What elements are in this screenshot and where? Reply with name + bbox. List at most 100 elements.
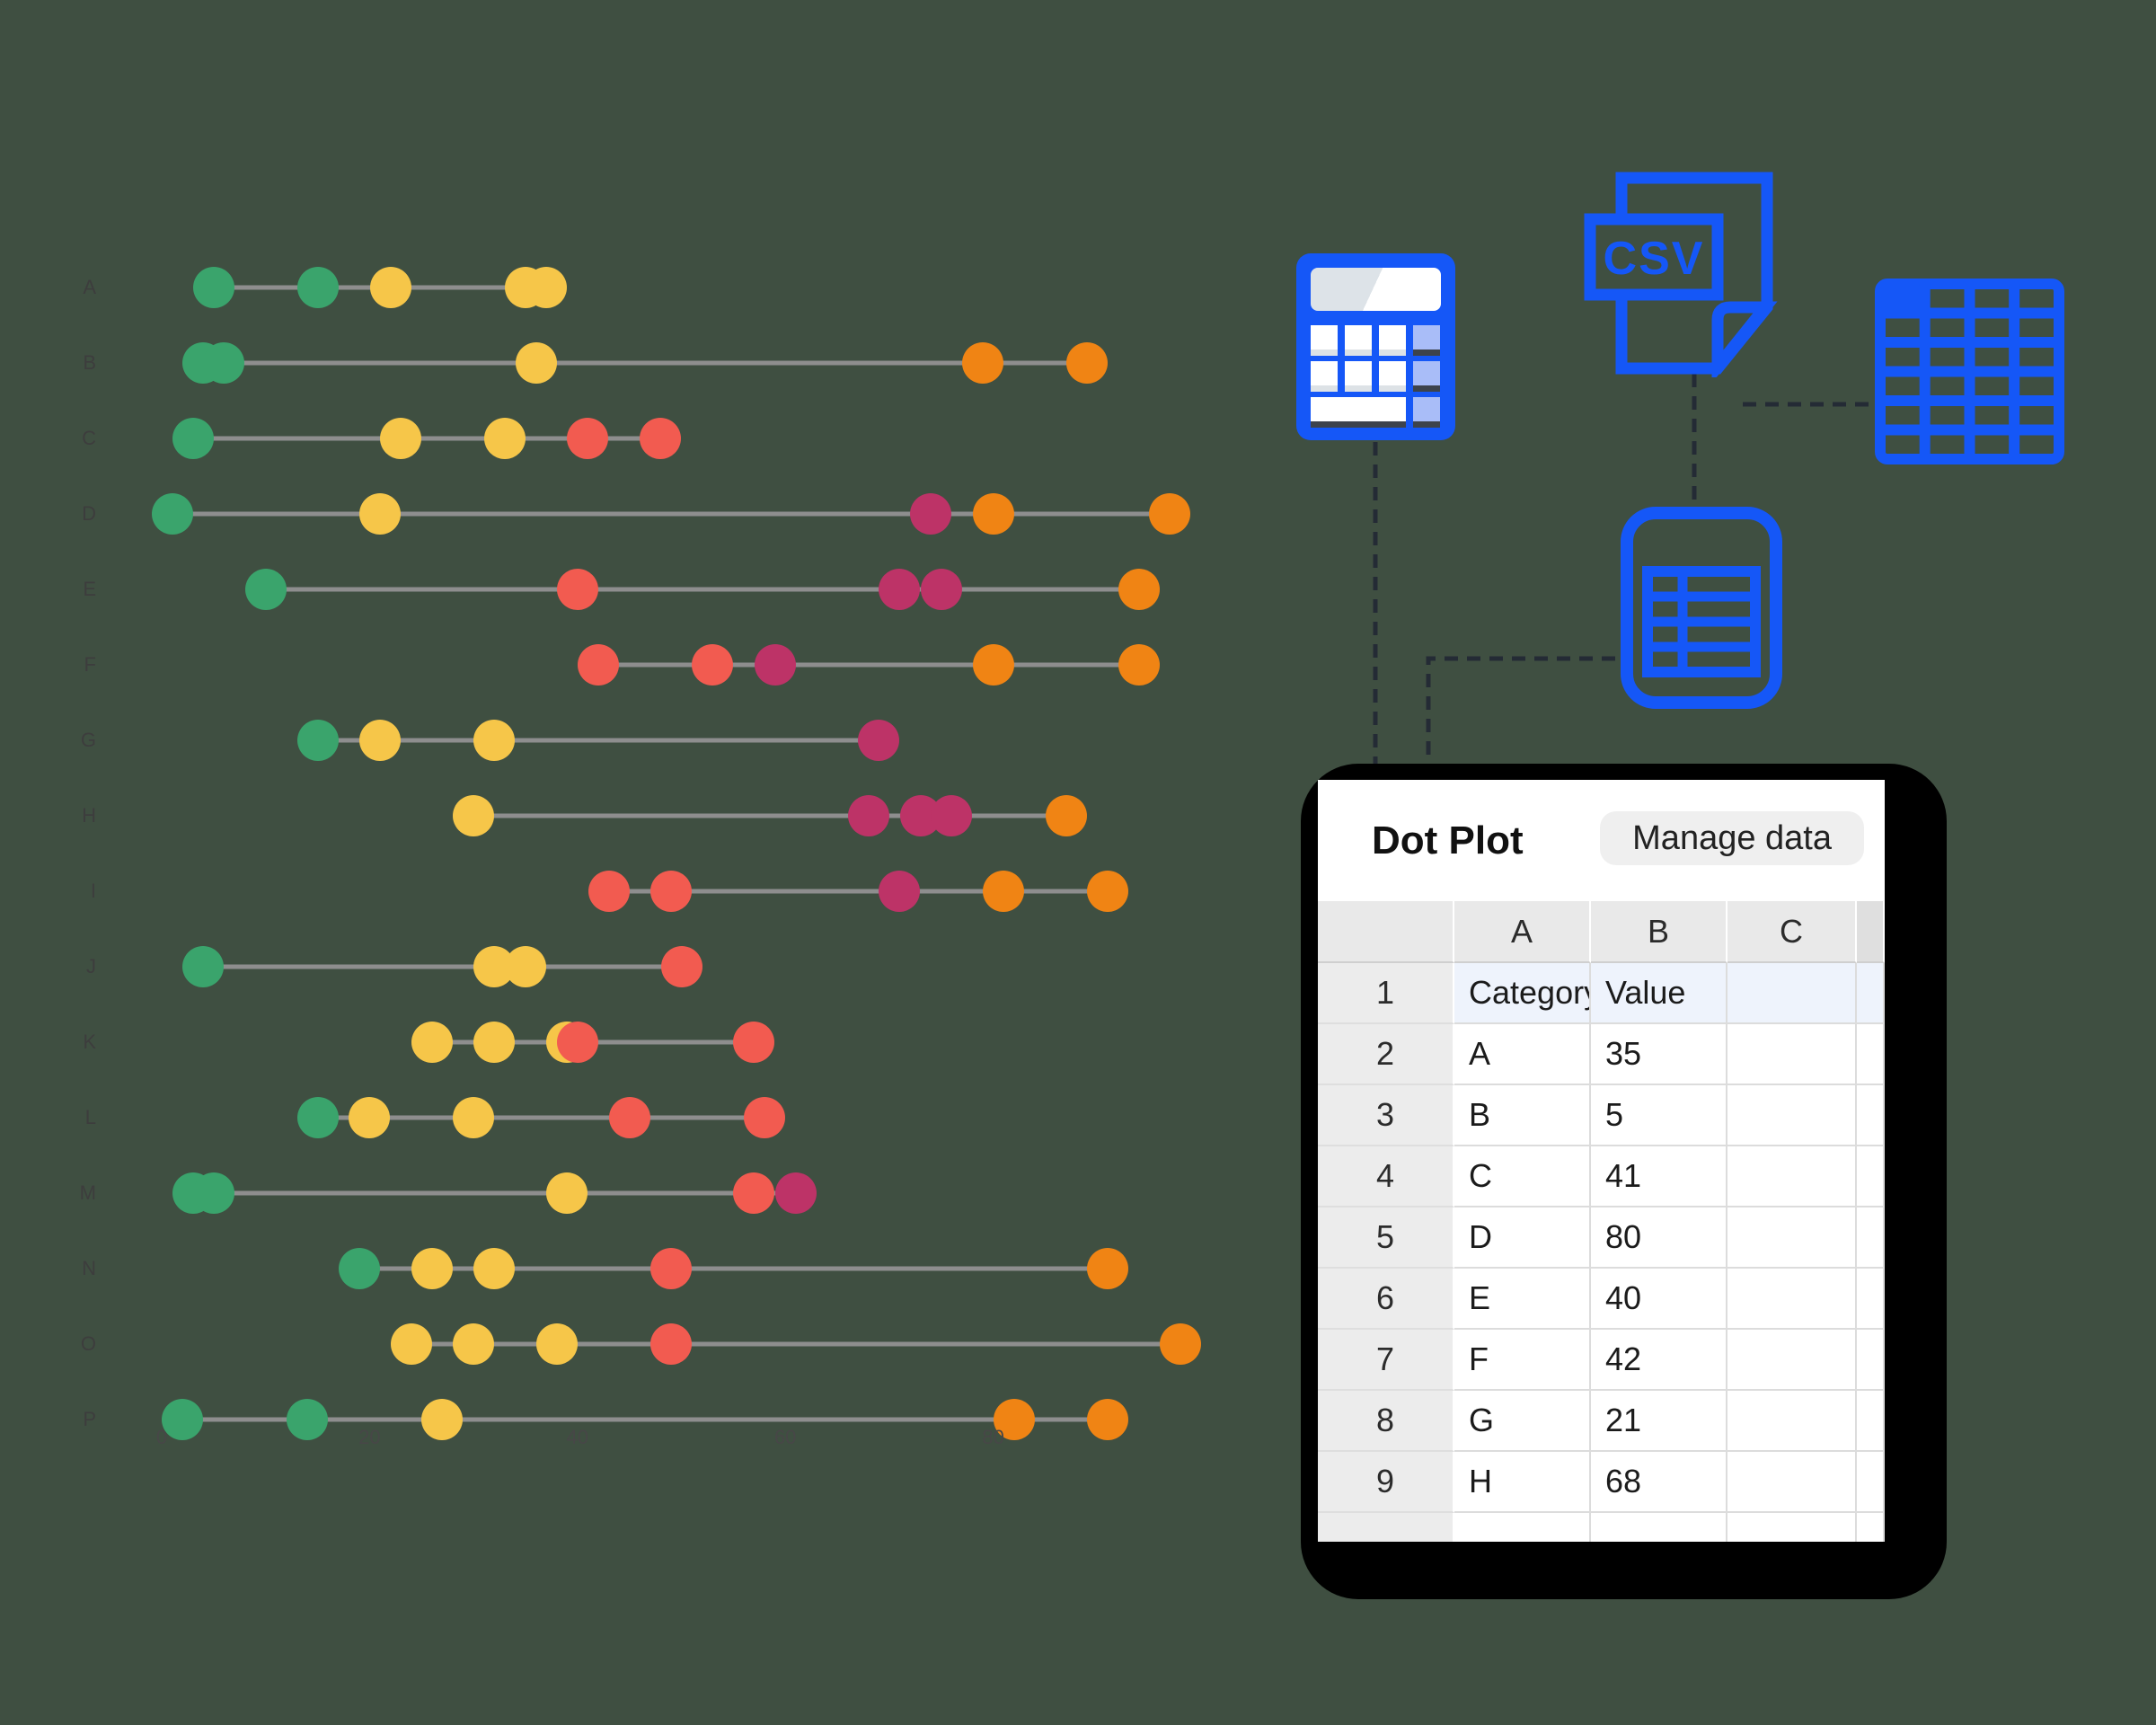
row-line-M — [192, 1190, 796, 1196]
dot-I-49 — [649, 871, 692, 912]
dot-F-80 — [972, 644, 1014, 686]
dot-D-80 — [972, 493, 1014, 535]
dot-J-4 — [182, 946, 225, 987]
sheet-cell[interactable]: 21 — [1591, 1391, 1727, 1452]
dot-K-32 — [473, 1022, 516, 1063]
dot-H-68 — [847, 795, 889, 836]
dot-M-61 — [774, 1172, 817, 1214]
dot-L-30 — [453, 1097, 495, 1138]
connector-sheet-to-panel — [1426, 656, 1615, 764]
dot-F-59 — [754, 644, 796, 686]
sheet-cell-sliver — [1857, 1391, 1885, 1452]
sheet-cell[interactable] — [1727, 1146, 1857, 1208]
sheet-cell[interactable]: F — [1454, 1330, 1591, 1391]
dot-D-97 — [1149, 493, 1191, 535]
sheet-cell[interactable] — [1727, 1269, 1857, 1330]
dot-N-26 — [411, 1248, 453, 1289]
sheet-cell[interactable]: E — [1454, 1269, 1591, 1330]
sheet-cell[interactable] — [1727, 1085, 1857, 1146]
dot-C-23 — [380, 418, 422, 459]
dot-B-36 — [515, 342, 557, 384]
sheet-cell[interactable] — [1727, 1391, 1857, 1452]
row-label-L: L — [84, 1106, 96, 1128]
row-line-P — [182, 1417, 1108, 1422]
dot-F-53 — [692, 644, 734, 686]
dot-I-81 — [983, 871, 1025, 912]
dot-I-43 — [588, 871, 630, 912]
row-number-7: 7 — [1318, 1330, 1454, 1391]
column-header-B[interactable]: B — [1591, 901, 1727, 963]
sheet-cell[interactable]: 5 — [1591, 1085, 1727, 1146]
sheet-cell[interactable]: 41 — [1591, 1146, 1727, 1208]
dot-L-58 — [744, 1097, 786, 1138]
dot-B-79 — [962, 342, 1004, 384]
sheet-cell-sliver — [1857, 1024, 1885, 1085]
sheet-cell[interactable] — [1454, 1513, 1591, 1542]
row-number-5: 5 — [1318, 1208, 1454, 1269]
sheet-cell[interactable]: B — [1454, 1085, 1591, 1146]
row-label-H: H — [82, 804, 96, 827]
sheet-row — [1318, 1513, 1885, 1542]
sheet-cell[interactable]: 35 — [1591, 1024, 1727, 1085]
dot-I-71 — [879, 871, 921, 912]
x-tick-60: 60 — [773, 1426, 797, 1448]
dot-M-5 — [192, 1172, 234, 1214]
sheet-cell[interactable] — [1727, 963, 1857, 1024]
sheet-cell[interactable] — [1727, 1452, 1857, 1513]
row-label-N: N — [82, 1257, 96, 1279]
dot-J-35 — [504, 946, 546, 987]
sheet-cell-sliver — [1857, 1452, 1885, 1513]
sheet-cell[interactable]: C — [1454, 1146, 1591, 1208]
sheet-cell[interactable]: 42 — [1591, 1330, 1727, 1391]
dot-L-45 — [608, 1097, 650, 1138]
row-label-C: C — [82, 427, 96, 449]
dot-O-49 — [649, 1323, 692, 1365]
sheet-cell[interactable]: D — [1454, 1208, 1591, 1269]
column-header-A[interactable]: A — [1454, 901, 1591, 963]
dot-C-41 — [567, 418, 609, 459]
sheet-cell[interactable]: Value — [1591, 963, 1727, 1024]
dot-D-21 — [358, 493, 401, 535]
row-label-B: B — [83, 351, 96, 374]
dot-P-2 — [162, 1399, 204, 1440]
row-line-I — [608, 889, 1108, 894]
column-header-C[interactable]: C — [1727, 901, 1857, 963]
dot-N-49 — [649, 1248, 692, 1289]
sheet-cell[interactable]: A — [1454, 1024, 1591, 1085]
dot-N-91 — [1086, 1248, 1128, 1289]
row-line-G — [317, 738, 879, 743]
sheet-cell-sliver — [1857, 1513, 1885, 1542]
sheet-cell[interactable]: 40 — [1591, 1269, 1727, 1330]
sheet-cell[interactable]: G — [1454, 1391, 1591, 1452]
dot-P-14 — [286, 1399, 328, 1440]
sheet-cell[interactable] — [1727, 1330, 1857, 1391]
sheet-cell[interactable] — [1727, 1208, 1857, 1269]
row-line-B — [203, 360, 1087, 366]
row-line-L — [317, 1115, 765, 1120]
dot-P-91 — [1086, 1399, 1128, 1440]
dot-E-40 — [556, 569, 598, 610]
sheet-cell[interactable] — [1727, 1024, 1857, 1085]
sheet-cell-sliver — [1857, 1085, 1885, 1146]
sheet-cell[interactable]: 80 — [1591, 1208, 1727, 1269]
x-tick-20: 20 — [358, 1426, 381, 1448]
sheet-cell[interactable] — [1727, 1513, 1857, 1542]
dot-K-26 — [411, 1022, 453, 1063]
panel-title: Dot Plot — [1372, 818, 1524, 862]
row-number-6: 6 — [1318, 1269, 1454, 1330]
sheet-cell[interactable] — [1591, 1513, 1727, 1542]
manage-data-button[interactable]: Manage data — [1600, 811, 1864, 865]
sheet-cell[interactable]: Category — [1454, 963, 1591, 1024]
corner-cell — [1318, 901, 1454, 963]
sheet-cell[interactable]: H — [1454, 1452, 1591, 1513]
row-line-D — [172, 511, 1171, 517]
calculator-button — [1345, 325, 1372, 356]
sheet-cell[interactable]: 68 — [1591, 1452, 1727, 1513]
